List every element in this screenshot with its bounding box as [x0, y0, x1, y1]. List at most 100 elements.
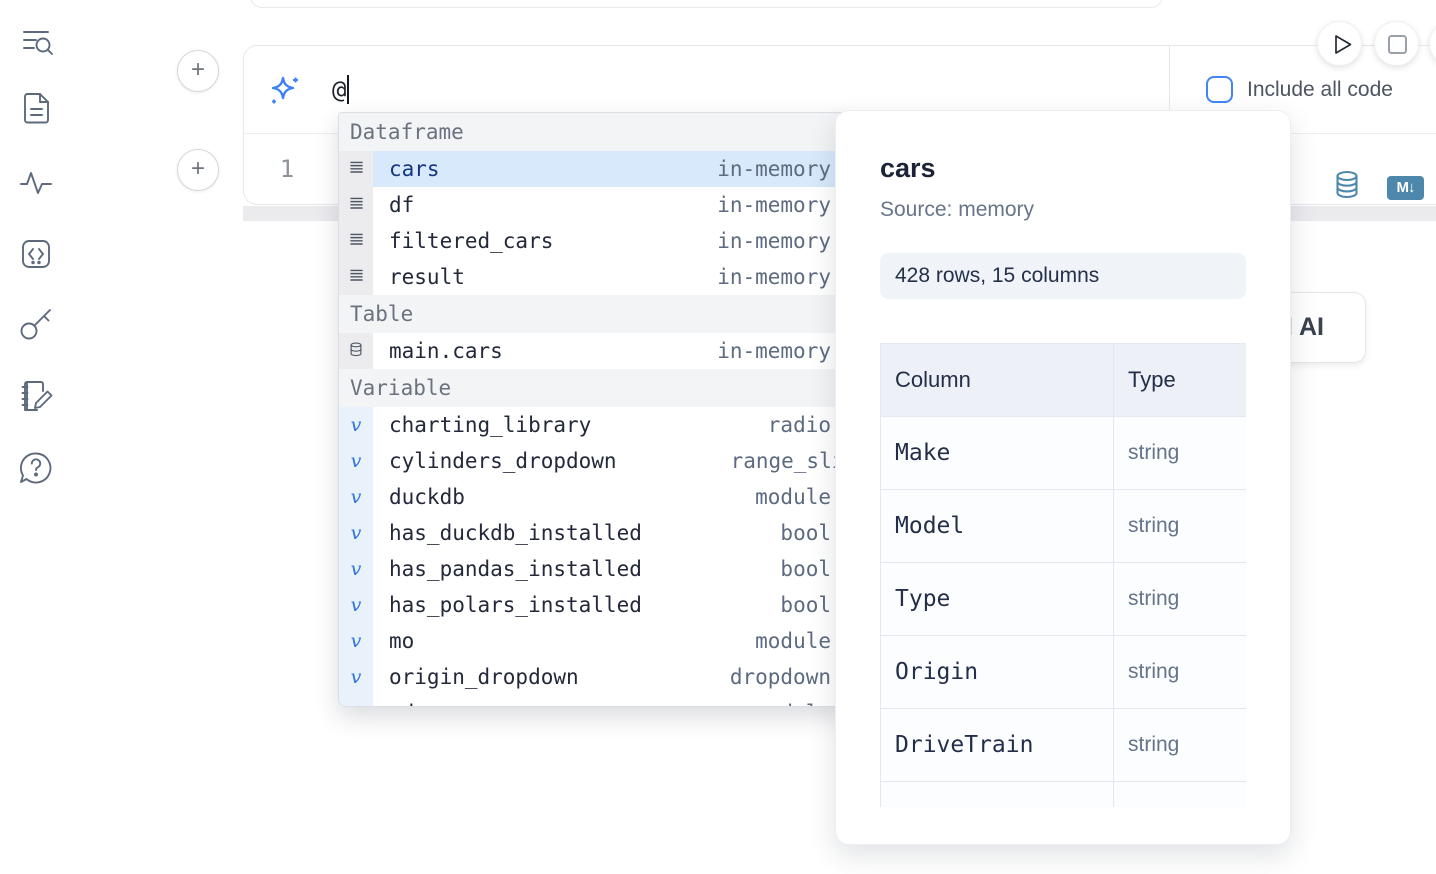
- ai-button-partial[interactable]: l AI: [1282, 292, 1366, 363]
- schema-row-partial: [880, 781, 1246, 807]
- completion-item-name: charting_library: [389, 413, 592, 437]
- schema-cell-type: string: [1113, 708, 1246, 782]
- line-number: 1: [279, 155, 295, 183]
- schema-row: Origin string: [880, 635, 1246, 709]
- completion-item-name: filtered_cars: [389, 229, 554, 253]
- completion-item-type: radio: [767, 413, 831, 437]
- schema-header-column: Column: [880, 343, 1114, 417]
- variable-icon: v: [350, 557, 362, 580]
- schema-cell-type: string: [1113, 416, 1246, 490]
- completion-item-type: module: [755, 629, 831, 653]
- help-chat-icon[interactable]: [16, 448, 56, 488]
- variable-icon: v: [350, 629, 362, 652]
- database-icon[interactable]: [1333, 170, 1361, 205]
- schema-cell-column: DriveTrain: [880, 708, 1114, 782]
- completion-item-cars[interactable]: cars in-memory: [339, 151, 847, 187]
- schema-row: Model string: [880, 489, 1246, 563]
- include-all-code-label: Include all code: [1247, 77, 1393, 101]
- completion-popup: Dataframe cars in-memory df in-memory fi…: [338, 112, 848, 707]
- completion-item-type: bool: [780, 593, 831, 617]
- completion-item-has_polars_installed[interactable]: v has_polars_installed bool: [339, 587, 847, 623]
- completion-item-name: has_pandas_installed: [389, 557, 642, 581]
- notebook-edit-icon[interactable]: [16, 376, 56, 416]
- schema-cell-column: Origin: [880, 635, 1114, 709]
- schema-cell-type: string: [1113, 489, 1246, 563]
- schema-cell-column: Type: [880, 562, 1114, 636]
- key-icon[interactable]: [16, 304, 56, 344]
- completion-section-header: Variable: [339, 369, 847, 407]
- markdown-export-icon[interactable]: M↓: [1387, 175, 1424, 200]
- prompt-text: @: [332, 75, 350, 104]
- completion-item-duckdb[interactable]: v duckdb module: [339, 479, 847, 515]
- completion-item-df[interactable]: df in-memory: [339, 187, 847, 223]
- previous-cell-edge: [250, 0, 1163, 8]
- schema-header-type: Type: [1113, 343, 1246, 417]
- completion-item-pd[interactable]: v pd module: [339, 695, 847, 706]
- completion-item-name: df: [389, 193, 415, 217]
- schema-table-wrap: Column Type Make string Model string Typ…: [880, 343, 1246, 807]
- schema-table: Column Type Make string Model string Typ…: [880, 343, 1246, 807]
- add-cell-below-button[interactable]: +: [177, 149, 219, 191]
- completion-item-name: cars: [389, 157, 440, 181]
- completion-item-mo[interactable]: v mo module: [339, 623, 847, 659]
- completion-item-cylinders_dropdown[interactable]: v cylinders_dropdown range_slid: [339, 443, 847, 479]
- variable-icon: v: [350, 521, 362, 544]
- add-cell-above-button[interactable]: +: [177, 50, 219, 92]
- variable-icon: v: [350, 413, 362, 436]
- completion-item-name: has_polars_installed: [389, 593, 642, 617]
- sparkles-icon: [267, 73, 303, 109]
- schema-cell-type: string: [1113, 635, 1246, 709]
- dataframe-detail-panel: cars Source: memory 428 rows, 15 columns…: [835, 110, 1291, 845]
- code-snippet-icon[interactable]: [16, 234, 56, 274]
- run-cell-button[interactable]: [1317, 21, 1362, 66]
- schema-cell-column: Make: [880, 416, 1114, 490]
- file-icon[interactable]: [16, 88, 56, 128]
- completion-item-charting_library[interactable]: v charting_library radio: [339, 407, 847, 443]
- schema-row: Type string: [880, 562, 1246, 636]
- schema-cell-type: string: [1113, 562, 1246, 636]
- search-list-icon[interactable]: [16, 21, 56, 61]
- completion-item-type: range_slid: [730, 449, 847, 473]
- detail-title: cars: [880, 153, 936, 183]
- completion-item-filtered_cars[interactable]: filtered_cars in-memory: [339, 223, 847, 259]
- completion-item-name: result: [389, 265, 465, 289]
- completion-item-name: origin_dropdown: [389, 665, 579, 689]
- database-icon: [349, 342, 363, 361]
- completion-item-name: pd: [389, 701, 414, 706]
- completion-item-has_pandas_installed[interactable]: v has_pandas_installed bool: [339, 551, 847, 587]
- completion-item-type: in-memory: [717, 265, 831, 289]
- completion-item-name: cylinders_dropdown: [389, 449, 617, 473]
- completion-item-main-cars[interactable]: main.cars in-memory: [339, 333, 847, 369]
- rows-icon: [349, 232, 364, 251]
- detail-source: Source: memory: [880, 198, 1035, 221]
- prompt-divider: [1169, 46, 1170, 134]
- completion-section-header: Dataframe: [339, 113, 847, 151]
- activity-icon[interactable]: [16, 162, 56, 202]
- variable-icon: v: [350, 665, 362, 688]
- completion-item-name: main.cars: [389, 339, 503, 363]
- schema-row: DriveTrain string: [880, 708, 1246, 782]
- completion-item-result[interactable]: result in-memory: [339, 259, 847, 295]
- completion-item-type: bool: [780, 521, 831, 545]
- completion-item-type: in-memory: [717, 193, 831, 217]
- schema-cell-type: [1113, 781, 1246, 807]
- rows-icon: [349, 196, 364, 215]
- schema-cell-column: Model: [880, 489, 1114, 563]
- completion-item-type: bool: [780, 557, 831, 581]
- detail-shape-badge: 428 rows, 15 columns: [880, 253, 1246, 299]
- rows-icon: [349, 268, 364, 287]
- completion-item-name: duckdb: [389, 485, 465, 509]
- completion-section-header: Table: [339, 295, 847, 333]
- variable-icon: v: [351, 703, 362, 706]
- rows-icon: [349, 160, 364, 179]
- completion-item-has_duckdb_installed[interactable]: v has_duckdb_installed bool: [339, 515, 847, 551]
- completion-item-type: module: [755, 485, 831, 509]
- stop-cell-button[interactable]: [1374, 21, 1419, 66]
- include-all-code-checkbox[interactable]: [1206, 76, 1233, 103]
- completion-item-type: dropdown: [729, 665, 831, 689]
- completion-item-type: in-memory: [717, 157, 831, 181]
- schema-row: Make string: [880, 416, 1246, 490]
- completion-item-name: mo: [389, 629, 415, 653]
- completion-item-origin_dropdown[interactable]: v origin_dropdown dropdown: [339, 659, 847, 695]
